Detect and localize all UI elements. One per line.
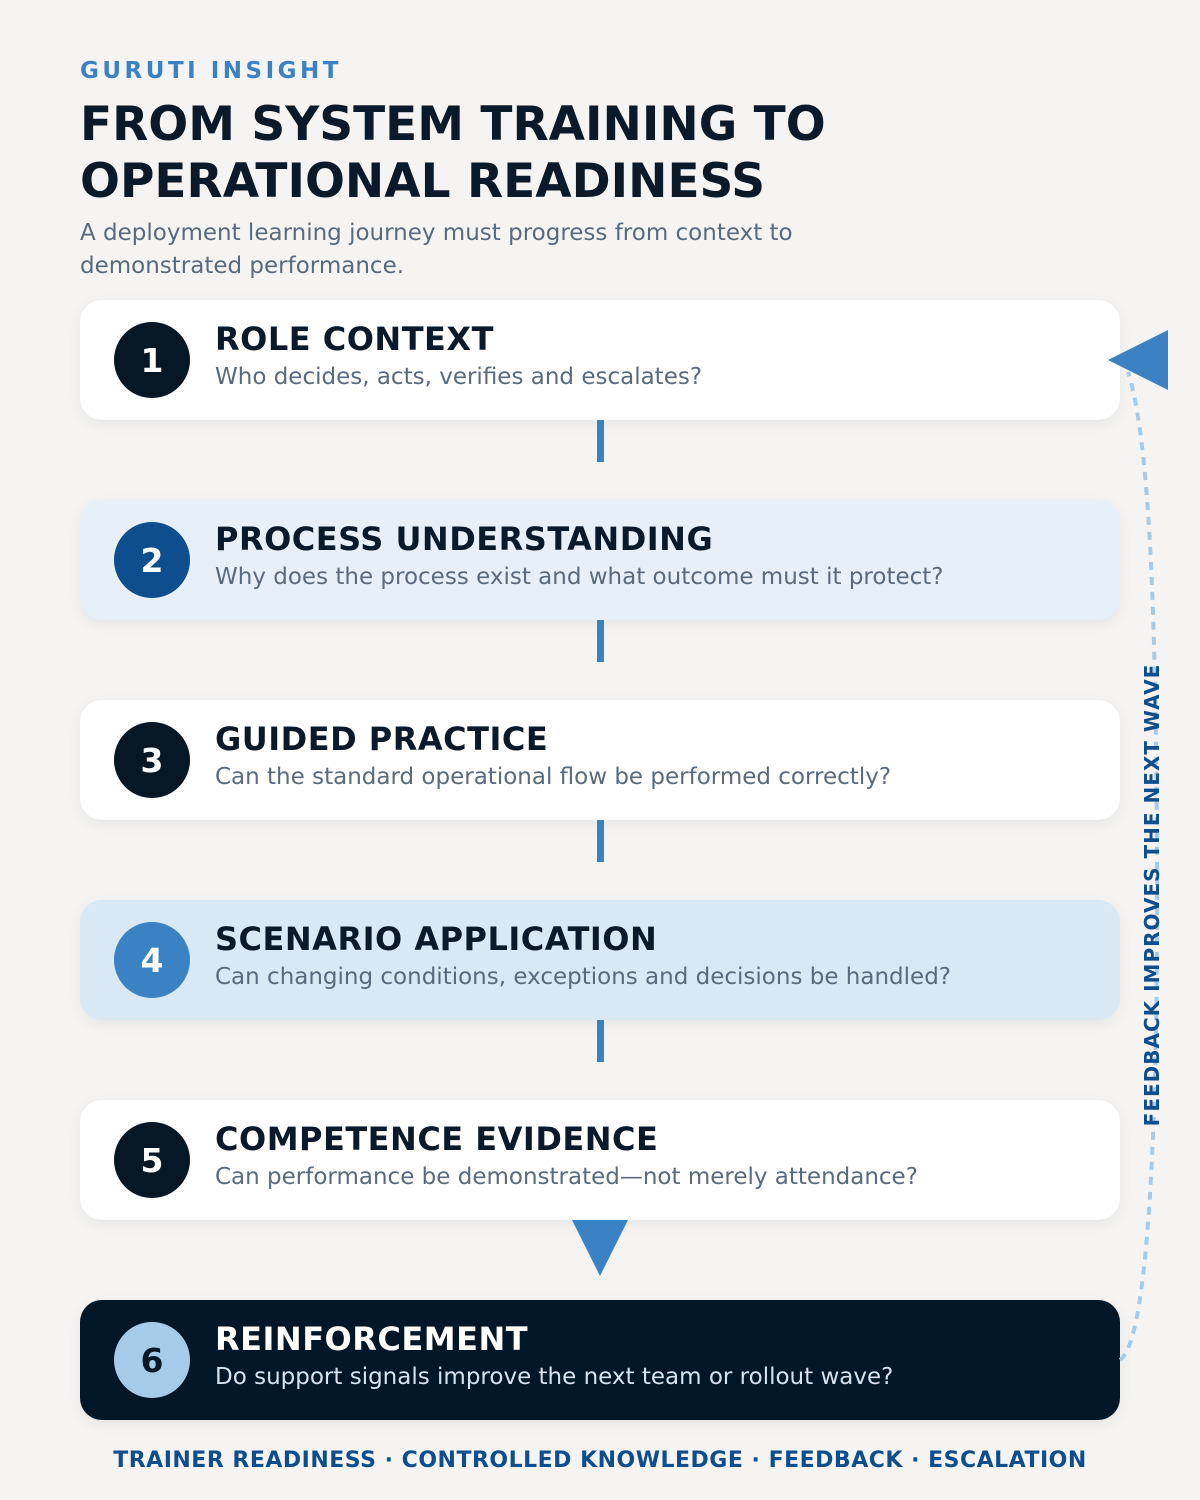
step-connector — [597, 820, 604, 862]
step-number-badge: 4 — [114, 922, 190, 998]
step-question: Who decides, acts, verifies and escalate… — [215, 364, 703, 390]
step-title: SCENARIO APPLICATION — [215, 920, 658, 958]
step-number-badge: 1 — [114, 322, 190, 398]
step-connector — [597, 620, 604, 662]
left-arrow-icon — [1108, 330, 1168, 390]
feedback-loop-label: FEEDBACK IMPROVES THE NEXT WAVE — [1140, 663, 1164, 1127]
eyebrow-label: GURUTI INSIGHT — [80, 58, 342, 84]
step-title: GUIDED PRACTICE — [215, 720, 549, 758]
step-question: Can the standard operational flow be per… — [215, 764, 892, 790]
down-arrow-icon — [572, 1220, 628, 1276]
step-card-scenario-application: 4 SCENARIO APPLICATION Can changing cond… — [80, 900, 1120, 1020]
step-title: PROCESS UNDERSTANDING — [215, 520, 714, 558]
step-connector — [597, 1020, 604, 1062]
step-number-badge: 3 — [114, 722, 190, 798]
step-card-competence-evidence: 5 COMPETENCE EVIDENCE Can performance be… — [80, 1100, 1120, 1220]
step-card-process-understanding: 2 PROCESS UNDERSTANDING Why does the pro… — [80, 500, 1120, 620]
step-question: Can changing conditions, exceptions and … — [215, 964, 951, 990]
step-question: Do support signals improve the next team… — [215, 1364, 894, 1390]
step-title: COMPETENCE EVIDENCE — [215, 1120, 659, 1158]
step-title: REINFORCEMENT — [215, 1320, 529, 1358]
step-card-role-context: 1 ROLE CONTEXT Who decides, acts, verifi… — [80, 300, 1120, 420]
step-number-badge: 5 — [114, 1122, 190, 1198]
step-card-reinforcement: 6 REINFORCEMENT Do support signals impro… — [80, 1300, 1120, 1420]
step-question: Can performance be demonstrated—not mere… — [215, 1164, 918, 1190]
step-number-badge: 2 — [114, 522, 190, 598]
footer-tagline: TRAINER READINESS · CONTROLLED KNOWLEDGE… — [113, 1448, 1087, 1473]
step-connector — [597, 420, 604, 462]
page-title: FROM SYSTEM TRAINING TO OPERATIONAL READ… — [80, 97, 826, 209]
step-question: Why does the process exist and what outc… — [215, 564, 944, 590]
page-subtitle: A deployment learning journey must progr… — [80, 220, 793, 279]
step-card-guided-practice: 3 GUIDED PRACTICE Can the standard opera… — [80, 700, 1120, 820]
step-title: ROLE CONTEXT — [215, 320, 494, 358]
step-number-badge: 6 — [114, 1322, 190, 1398]
